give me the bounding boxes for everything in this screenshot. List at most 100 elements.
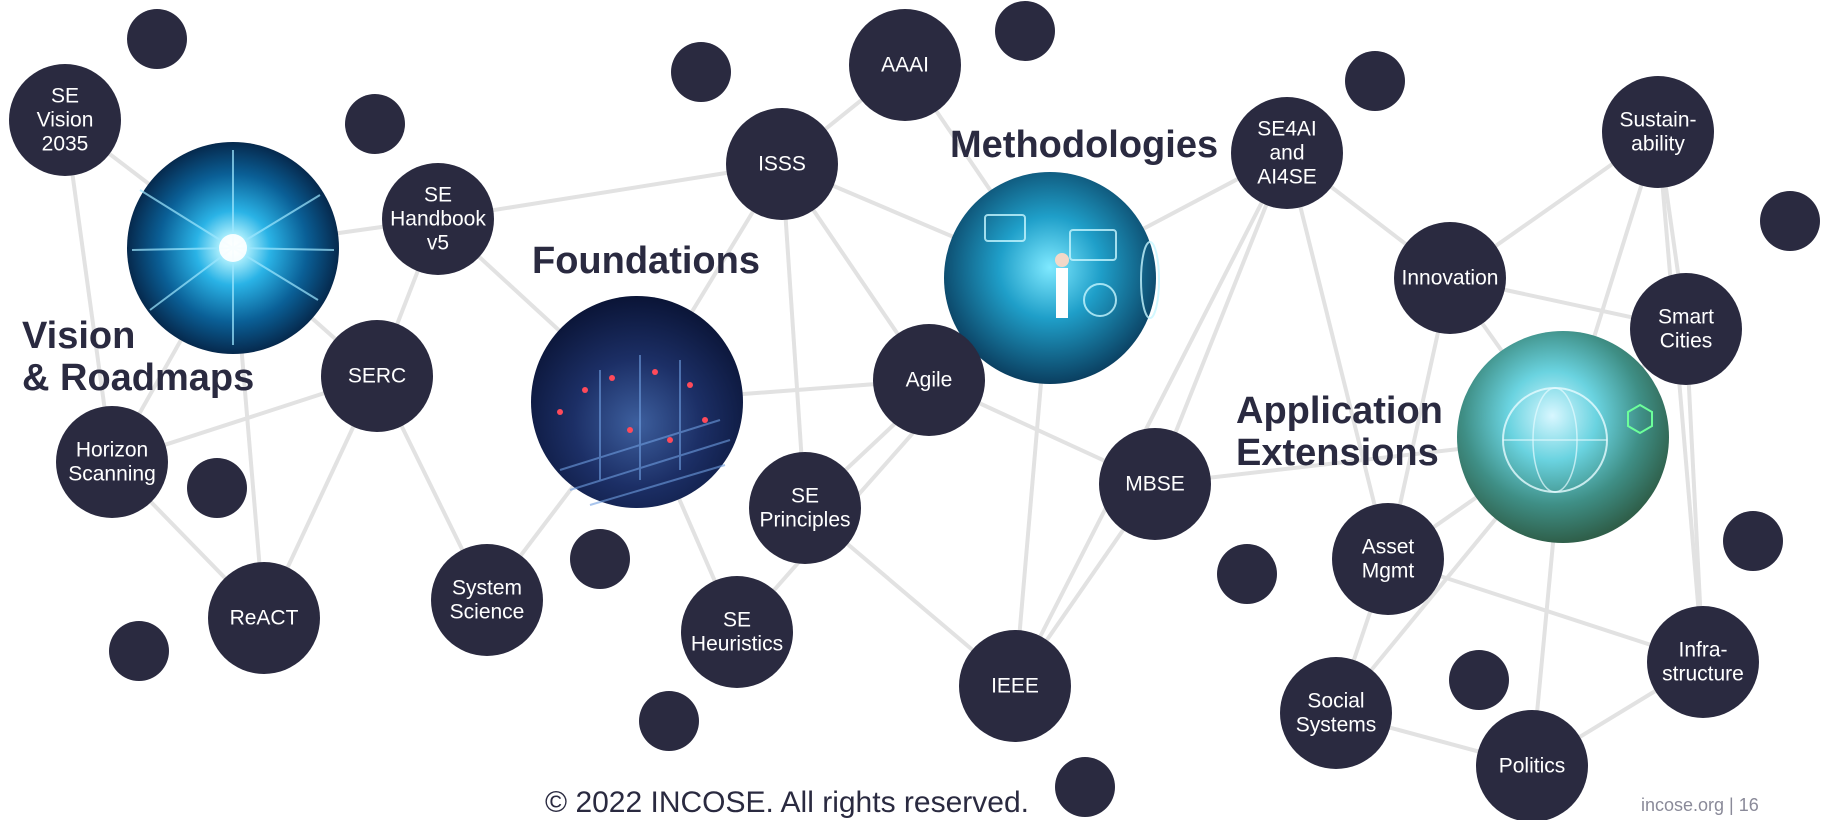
heading-line: Methodologies xyxy=(950,124,1219,166)
decorative-dots xyxy=(109,1,1820,817)
node-label: SE xyxy=(51,85,79,108)
node-circle xyxy=(321,320,433,432)
node-label: AI4SE xyxy=(1257,166,1317,189)
node-circle xyxy=(1602,76,1714,188)
node-label: 2035 xyxy=(42,133,89,156)
heading-line: Extensions xyxy=(1236,432,1439,474)
application-image xyxy=(1457,331,1669,543)
node-label: SERC xyxy=(348,365,406,388)
node-label: ISSS xyxy=(758,153,806,176)
node-label: SE4AI xyxy=(1257,118,1317,141)
vision-image xyxy=(127,142,339,354)
node-circle xyxy=(873,324,985,436)
node-circle xyxy=(749,452,861,564)
decorative-dot xyxy=(671,42,731,102)
node-label: AAAI xyxy=(881,54,929,77)
node-label: Scanning xyxy=(68,463,156,486)
node-circle xyxy=(1394,222,1506,334)
node-label: SE xyxy=(723,609,751,632)
node-label: Cities xyxy=(1660,330,1713,353)
node-label: Vision xyxy=(37,109,94,132)
decorative-dot xyxy=(127,9,187,69)
node-label: Systems xyxy=(1296,714,1377,737)
decorative-dot xyxy=(570,529,630,589)
node-innovation: Innovation xyxy=(1394,222,1506,334)
node-label: Smart xyxy=(1658,306,1714,329)
connection-line xyxy=(780,163,807,509)
node-infrastructure: Infra-structure xyxy=(1647,606,1759,718)
node-label: Innovation xyxy=(1402,267,1499,290)
node-circle xyxy=(431,544,543,656)
foundations-image xyxy=(531,296,743,508)
node-circle xyxy=(1647,606,1759,718)
connection-line xyxy=(1013,152,1289,687)
connection-line xyxy=(63,119,114,463)
node-circle xyxy=(1476,710,1588,820)
node-circle xyxy=(681,576,793,688)
node-label: System xyxy=(452,577,522,600)
heading-line: & Roadmaps xyxy=(22,357,255,399)
node-circle xyxy=(1280,657,1392,769)
heading-methodologies: Methodologies xyxy=(950,124,1218,166)
node-label: Social xyxy=(1307,690,1364,713)
page-footer-site: incose.org | 16 xyxy=(1641,795,1759,815)
node-label: Asset xyxy=(1362,536,1415,559)
decorative-dot xyxy=(1449,650,1509,710)
node-label: MBSE xyxy=(1125,473,1185,496)
copyright-notice: © 2022 INCOSE. All rights reserved. xyxy=(545,786,1029,819)
node-react: ReACT xyxy=(208,562,320,674)
node-ieee: IEEE xyxy=(959,630,1071,742)
node-circle xyxy=(959,630,1071,742)
decorative-dot xyxy=(1345,51,1405,111)
node-circle xyxy=(1630,273,1742,385)
node-sustainability: Sustain-ability xyxy=(1602,76,1714,188)
decorative-dot xyxy=(639,691,699,751)
node-mbse: MBSE xyxy=(1099,428,1211,540)
heading-line: Application xyxy=(1236,390,1443,432)
node-label: Heuristics xyxy=(691,633,783,656)
node-circle xyxy=(1231,97,1343,209)
connection-line xyxy=(1153,152,1289,485)
decorative-dot xyxy=(187,458,247,518)
node-label: structure xyxy=(1662,663,1744,686)
node-isss: ISSS xyxy=(726,108,838,220)
node-circle xyxy=(382,163,494,275)
node-label: SE xyxy=(424,184,452,207)
decorative-dot xyxy=(345,94,405,154)
decorative-dot xyxy=(1723,511,1783,571)
heading-line: Foundations xyxy=(532,240,760,282)
node-label: IEEE xyxy=(991,675,1039,698)
node-label: Mgmt xyxy=(1362,560,1415,583)
decorative-dot xyxy=(995,1,1055,61)
node-label: Infra- xyxy=(1678,639,1727,662)
connection-line xyxy=(437,162,783,221)
heading-application-extensions: Application Extensions xyxy=(1236,390,1443,474)
node-circle xyxy=(1332,503,1444,615)
node-label: and xyxy=(1269,142,1304,165)
node-circle xyxy=(56,406,168,518)
node-label: Horizon xyxy=(76,439,148,462)
node-serc: SERC xyxy=(321,320,433,432)
node-label: Agile xyxy=(906,369,953,392)
decorative-dot xyxy=(109,621,169,681)
heading-vision-roadmaps: Vision & Roadmaps xyxy=(22,315,254,399)
connection-line xyxy=(1656,131,1705,663)
node-circle xyxy=(9,64,121,176)
decorative-dot xyxy=(1217,544,1277,604)
node-label: v5 xyxy=(427,232,449,255)
heading-line: Vision xyxy=(22,315,136,357)
node-circle xyxy=(1099,428,1211,540)
node-circle xyxy=(208,562,320,674)
node-label: ability xyxy=(1631,133,1685,156)
connection-line xyxy=(1285,152,1390,560)
